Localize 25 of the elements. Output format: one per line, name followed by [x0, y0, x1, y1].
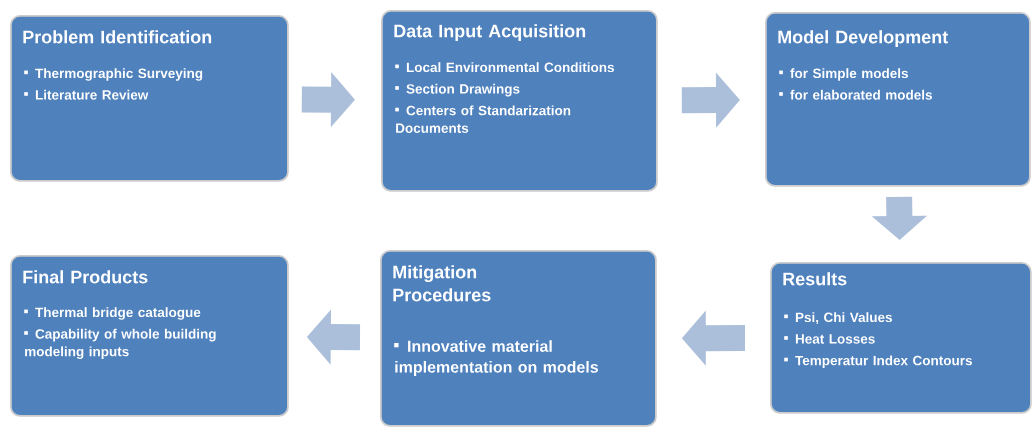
- process-box: [10, 15, 289, 182]
- bullet-item: Thermographic Surveying: [24, 68, 203, 81]
- bullet-item: Psi, Chi Values: [784, 312, 892, 325]
- bullet-item: Local Environmental Conditions: [395, 62, 614, 73]
- bullet-item: Thermal bridge catalogue: [24, 307, 201, 320]
- process-box: [381, 10, 658, 192]
- process-box: [10, 255, 289, 417]
- bullet-item: for Simple models: [779, 68, 908, 81]
- bullet-item: Innovative material implementation on models: [394, 340, 598, 376]
- process-box: [380, 250, 657, 427]
- bullet-item: Section Drawings: [395, 83, 520, 97]
- box-title: Final Products: [23, 270, 148, 284]
- box-title: Model Development: [778, 30, 948, 47]
- box-title: Mitigation Procedures: [393, 265, 491, 302]
- box-title: Data Input Acquisition: [394, 24, 586, 41]
- process-box: [770, 262, 1032, 414]
- box-title: Problem Identification: [23, 30, 212, 44]
- bullet-item: Temperatur Index Contours: [784, 355, 972, 368]
- box-title: Results: [783, 272, 847, 286]
- bullet-item: Literature Review: [24, 89, 149, 100]
- bullet-item: for elaborated models: [779, 89, 932, 100]
- bullet-item: Centers of Standarization Documents: [395, 105, 571, 133]
- bullet-item: Capability of whole building modeling inputs: [24, 328, 216, 360]
- bullet-item: Heat Losses: [784, 334, 875, 344]
- process-box: [765, 12, 1031, 187]
